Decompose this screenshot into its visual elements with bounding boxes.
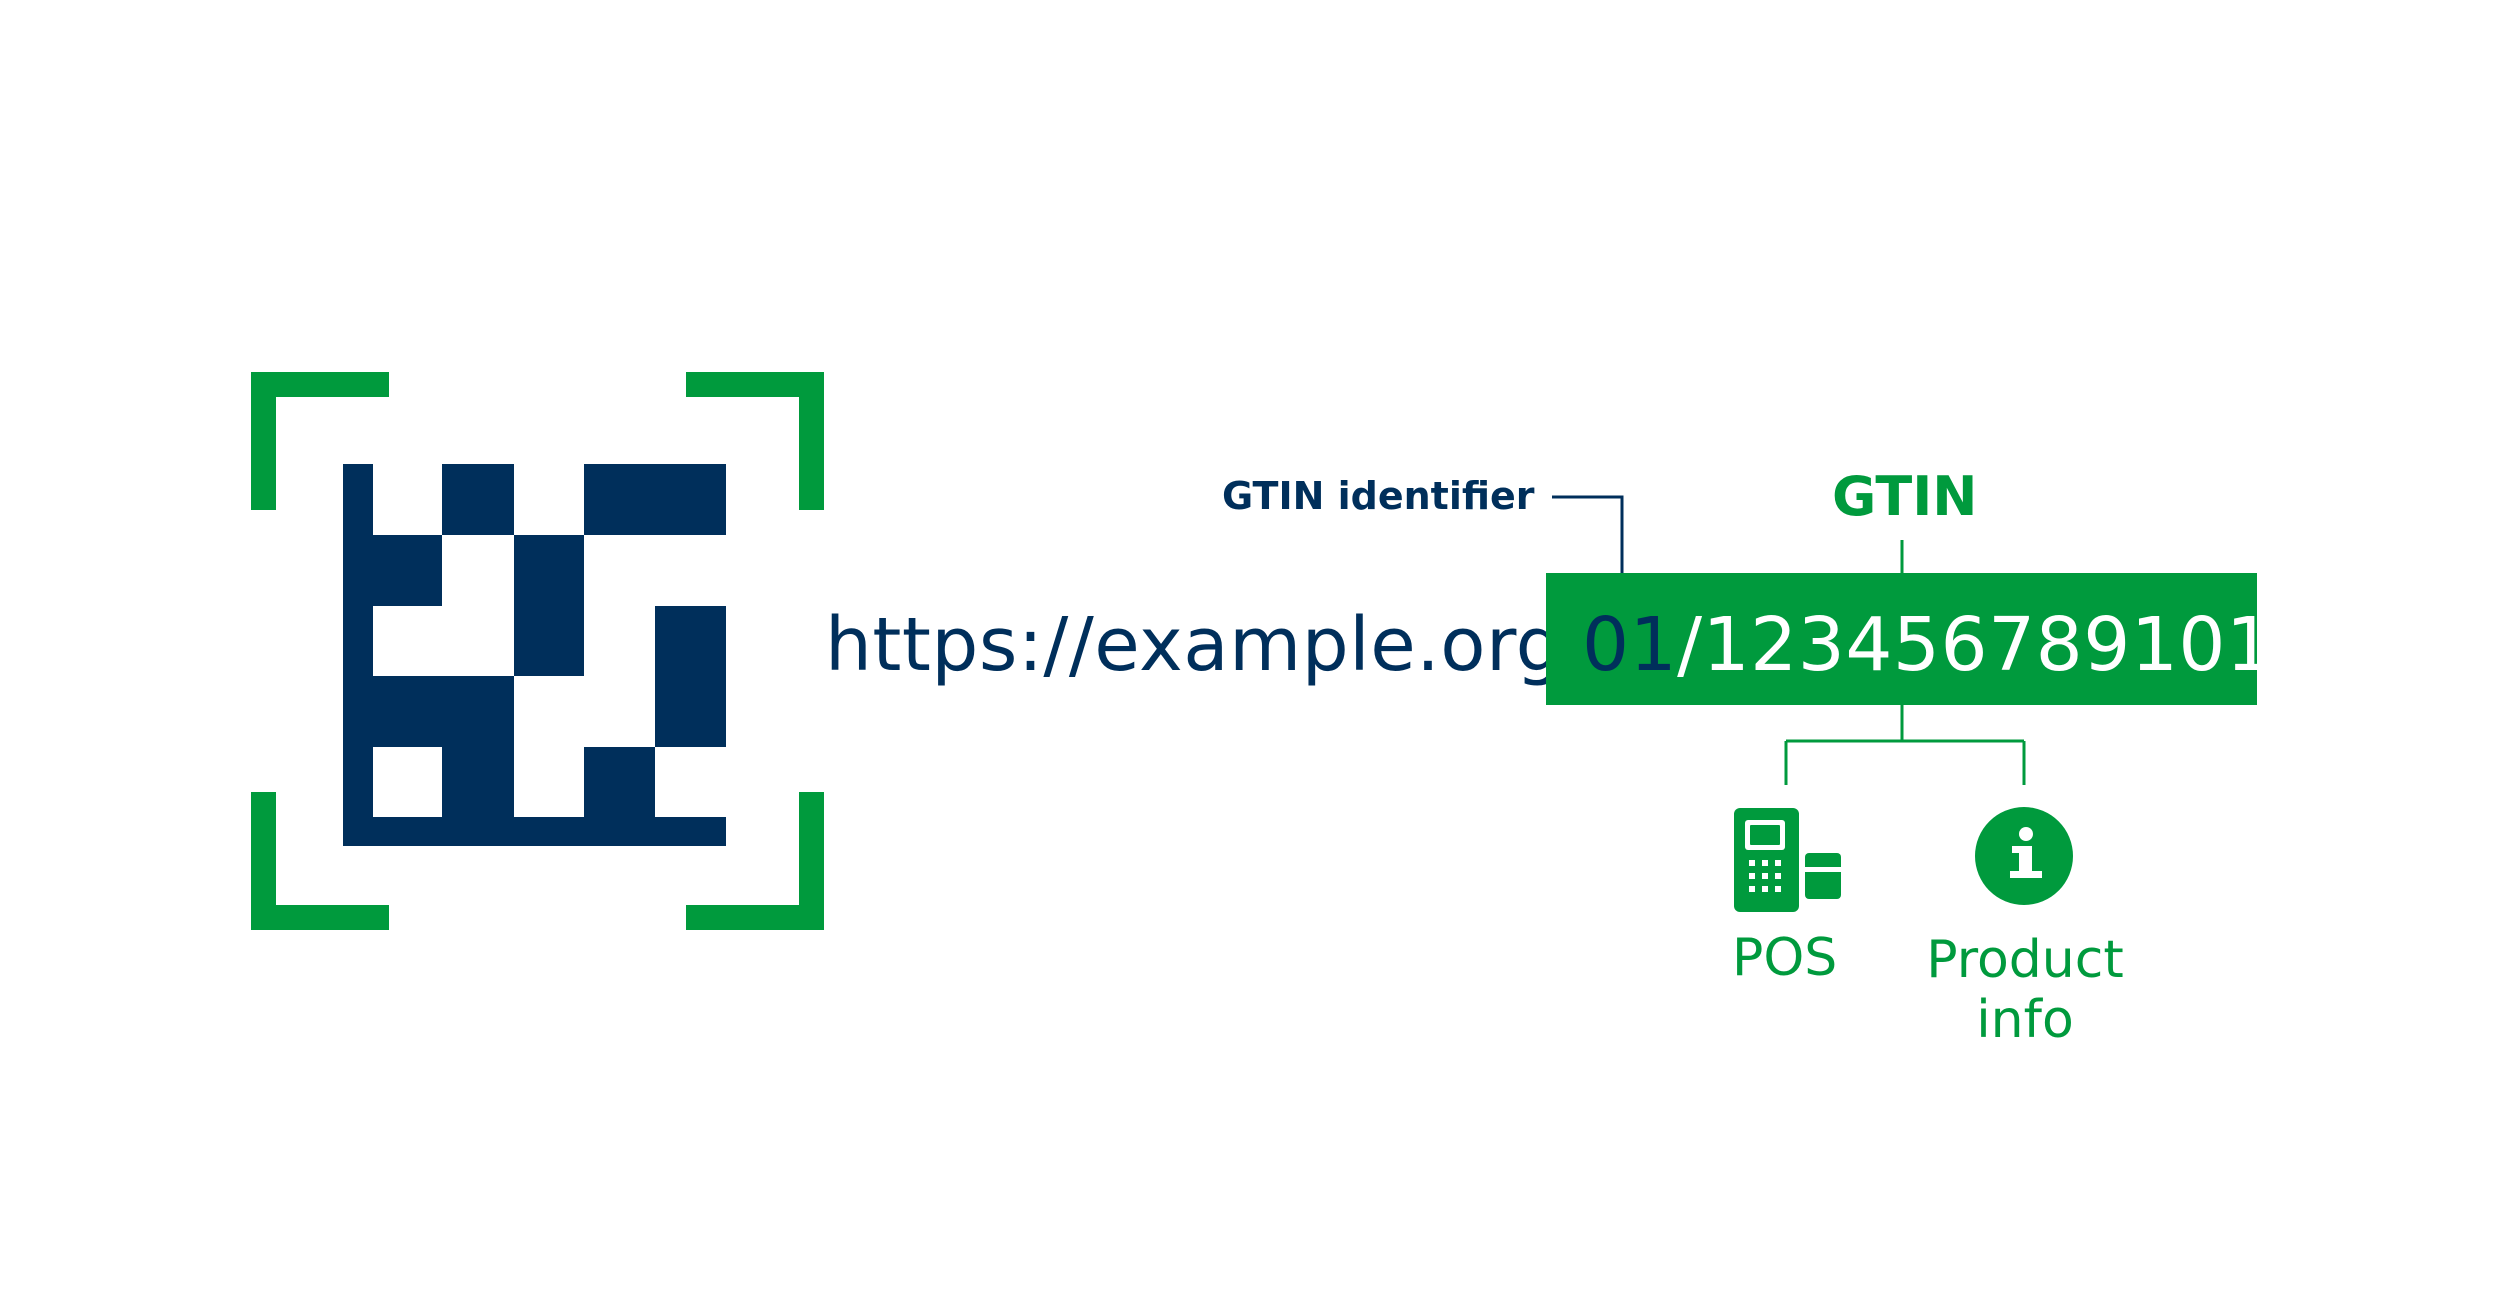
info-icon (1975, 807, 2073, 905)
digital-link-path: 01/1234567891011 (1582, 608, 2321, 682)
scan-frame-icon (251, 372, 824, 930)
gtin-identifier-label: GTIN identifier (1222, 474, 1535, 518)
product-info-label: Product info (1926, 930, 2124, 1050)
usage-bracket (1784, 705, 2026, 785)
pos-label: POS (1732, 928, 1838, 988)
gtin-value: /1234567891011 (1677, 602, 2322, 688)
url-prefix: https://example.org/ (825, 602, 1589, 688)
ai-code: 01 (1582, 602, 1678, 688)
gtin-identifier-connector (1552, 495, 1624, 573)
qr-code-icon (343, 464, 726, 846)
gtin-highlight-box (1546, 573, 2257, 705)
gtin-label: GTIN (1832, 465, 1978, 528)
pos-terminal-icon (1734, 808, 1841, 912)
